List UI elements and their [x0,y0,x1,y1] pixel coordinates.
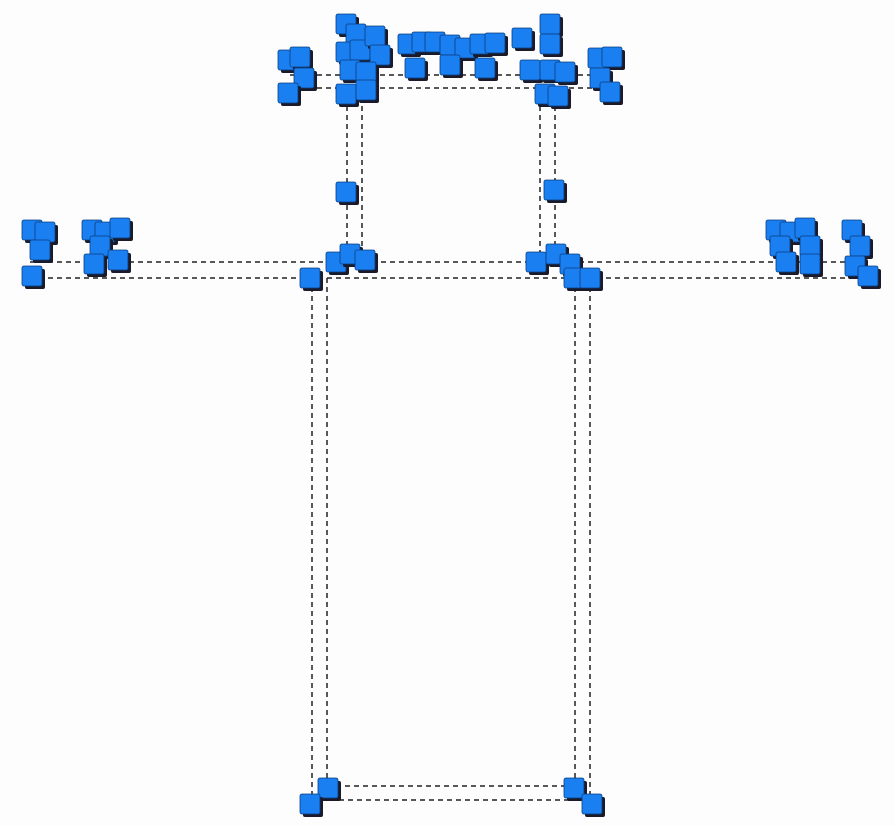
cube-face [543,179,565,201]
edges [30,74,870,801]
nodes [21,13,881,817]
cube-node [109,217,133,241]
cube-face [34,221,56,243]
cube-face [364,25,386,47]
cube-face [849,235,871,257]
cube-node [554,61,578,85]
cube-node [539,33,563,57]
cube-node [519,59,543,83]
cube-face [289,46,311,68]
cube-face [277,82,299,104]
cube-face [799,253,821,275]
cube-face [579,267,601,289]
cube-node [369,44,393,68]
cube-face [563,777,585,799]
cube-face [794,217,816,239]
cube-face [109,217,131,239]
cube-node [293,67,317,91]
cube-face [554,61,576,83]
cube-node [525,251,549,275]
cube-face [299,267,321,289]
cube-face [335,181,357,203]
cube-face [539,13,561,35]
cube-node [289,46,313,70]
cube-node [601,46,625,70]
cube-node [107,249,131,273]
cube-node [849,235,873,259]
cube-node [299,267,323,291]
cube-face [599,81,621,103]
cube-node [299,793,323,817]
cube-face [83,253,105,275]
cube-face [547,85,569,107]
cube-face [857,265,879,287]
cube-node [547,85,571,109]
cube-node [484,32,508,56]
cube-node [511,27,535,51]
cube-node [83,253,107,277]
cube-face [601,46,623,68]
cube-node [277,82,301,106]
cube-face [799,235,821,257]
cube-node [404,57,428,81]
cube-face [439,54,461,76]
cube-face [484,32,506,54]
cube-node [581,793,605,817]
cube-face [519,59,541,81]
cube-node [29,239,53,263]
cube-face [21,265,43,287]
cube-node [857,265,881,289]
cube-face [474,57,496,79]
cube-node [579,267,603,291]
cube-face [539,33,561,55]
cube-face [369,44,391,66]
cube-face [775,251,797,273]
cube-face [404,57,426,79]
cube-node [355,79,379,103]
cube-face [335,83,357,105]
cube-node [599,81,623,105]
cube-node [354,249,378,273]
cube-node [335,181,359,205]
cube-node [21,265,45,289]
cube-node [539,13,563,37]
cube-face [107,249,129,271]
cube-node [335,83,359,107]
cube-face [525,251,547,273]
cube-face [354,249,376,271]
cube-face [29,239,51,261]
cube-face [317,777,339,799]
cube-node [775,251,799,275]
cube-face [89,235,111,257]
cube-face [511,27,533,49]
cube-node [317,777,341,801]
cube-node [799,253,823,277]
cube-face [293,67,315,89]
cube-node [543,179,567,203]
cube-face [355,61,377,83]
cube-face [355,79,377,101]
cube-face [581,793,603,815]
cube-node [439,54,463,78]
cube-node [474,57,498,81]
cube-face [299,793,321,815]
